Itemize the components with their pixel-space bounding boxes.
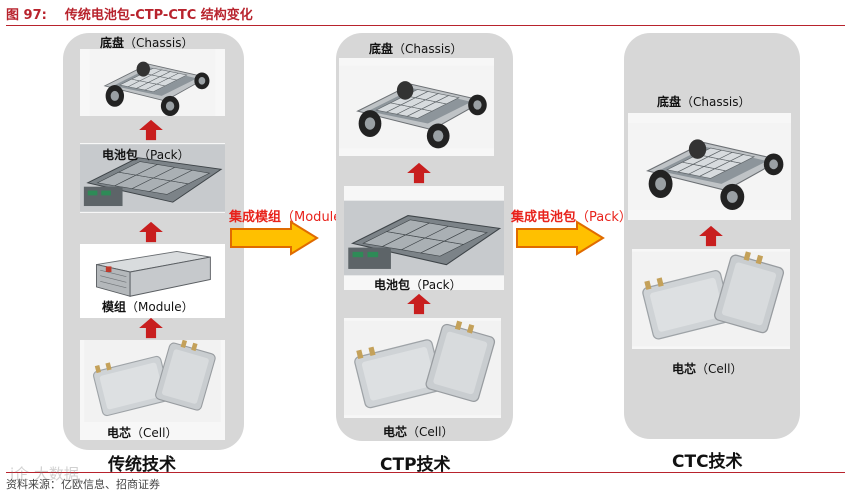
tech-label-ctc: CTC技术 [672, 452, 743, 472]
arrow-up-icon [139, 119, 163, 141]
transition-label-pack: 集成电池包（Pack） [511, 210, 632, 225]
figure-title: 图 97: 传统电池包-CTP-CTC 结构变化 [6, 4, 253, 23]
chassis-image-1 [80, 49, 225, 116]
arrow-up-icon [699, 225, 723, 247]
transition-label-module: 集成模组（Module） [229, 210, 355, 225]
cell-image-3 [632, 249, 790, 349]
tech-label-traditional: 传统技术 [108, 455, 176, 475]
label-chassis-3: 底盘（Chassis） [657, 95, 751, 109]
battery-pack-image-1 [80, 143, 225, 213]
label-cell-1: 电芯（Cell） [107, 426, 178, 440]
source-note: 资料来源：亿欧信息、招商证券 [6, 478, 160, 491]
figure-number: 图 97: [6, 8, 47, 23]
arrow-up-icon [407, 162, 431, 184]
tech-label-ctp: CTP技术 [380, 455, 451, 475]
top-rule [6, 25, 845, 26]
label-pack-1: 电池包（Pack） [102, 148, 190, 162]
cell-image-1 [80, 340, 225, 440]
label-cell-2: 电芯（Cell） [383, 425, 454, 439]
chassis-image-3 [628, 113, 791, 220]
label-cell-3: 电芯（Cell） [672, 362, 743, 376]
arrow-up-icon [407, 293, 431, 315]
arrow-right-icon [515, 220, 605, 256]
chassis-image-2 [339, 58, 494, 156]
label-pack-2: 电池包（Pack） [374, 278, 462, 292]
cell-image-2 [344, 318, 501, 418]
arrow-right-icon [230, 221, 318, 255]
figure-title-text: 传统电池包-CTP-CTC 结构变化 [64, 8, 253, 23]
module-image [80, 244, 225, 318]
arrow-up-icon [139, 317, 163, 339]
watermark: i企 大数据 [10, 465, 79, 483]
bottom-rule [6, 472, 845, 473]
label-chassis-1: 底盘（Chassis） [100, 36, 194, 50]
battery-pack-image-2 [344, 186, 504, 290]
label-chassis-2: 底盘（Chassis） [369, 42, 463, 56]
label-module: 模组（Module） [102, 300, 194, 314]
arrow-up-icon [139, 221, 163, 243]
